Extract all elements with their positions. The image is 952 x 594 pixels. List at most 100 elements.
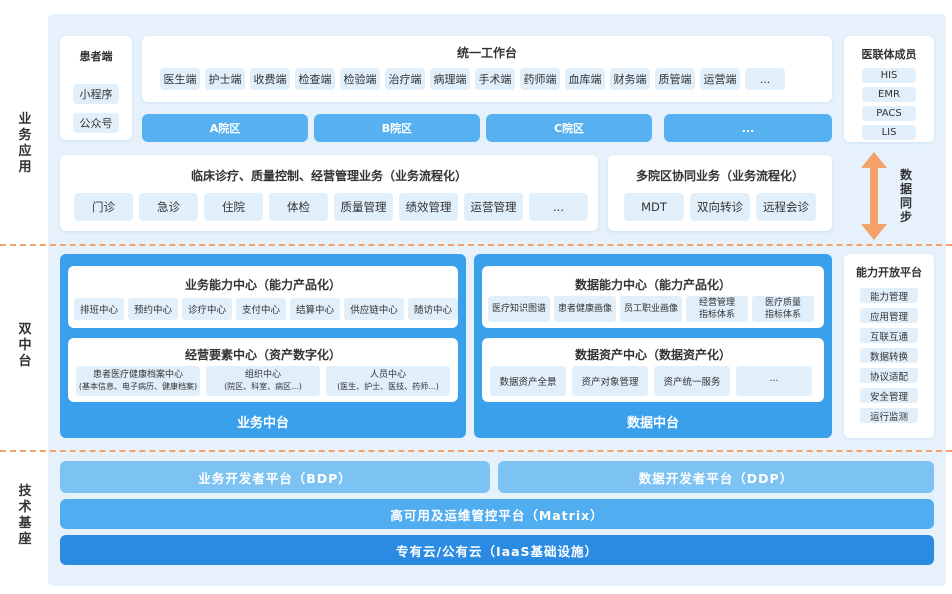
clinical-item[interactable]: 运营管理: [464, 193, 523, 221]
workbench-item[interactable]: 检查端: [295, 68, 335, 90]
data-ability-item[interactable]: 医疗质量 指标体系: [752, 296, 814, 322]
open-platform-item[interactable]: 安全管理: [860, 388, 918, 403]
clinical-items: 门诊 急诊 住院 体检 质量管理 绩效管理 运营管理 ...: [74, 193, 588, 221]
clinical-item[interactable]: ...: [529, 193, 588, 221]
clinical-item[interactable]: 住院: [204, 193, 263, 221]
business-ability-item[interactable]: 预约中心: [128, 298, 178, 320]
business-ability-item[interactable]: 供应链中心: [344, 298, 404, 320]
business-ability-item[interactable]: 排班中心: [74, 298, 124, 320]
business-elements-title: 经营要素中心（资产数字化）: [184, 348, 341, 362]
open-platform-item[interactable]: 数据转换: [860, 348, 918, 363]
clinical-item[interactable]: 质量管理: [334, 193, 393, 221]
workbench-items: 医生端 护士端 收费端 检查端 检验端 治疗端 病理端 手术端 药师端 血库端 …: [160, 68, 785, 92]
data-ability-item[interactable]: 员工职业画像: [620, 296, 682, 322]
business-platform-panel: 业务能力中心（能力产品化） 排班中心 预约中心 诊疗中心 支付中心 结算中心 供…: [60, 254, 466, 438]
business-ability-item[interactable]: 诊疗中心: [182, 298, 232, 320]
patient-title: 患者端: [79, 50, 113, 63]
data-ability-center: 数据能力中心（能力产品化） 医疗知识图谱 患者健康画像 员工职业画像 经营管理 …: [482, 266, 824, 328]
workbench-item[interactable]: 药师端: [520, 68, 560, 90]
workbench-item[interactable]: 手术端: [475, 68, 515, 90]
workbench-item[interactable]: ...: [745, 68, 785, 90]
workbench-item[interactable]: 财务端: [610, 68, 650, 90]
alliance-item-his[interactable]: HIS: [862, 68, 916, 83]
clinical-item[interactable]: 门诊: [74, 193, 133, 221]
layer-char: 技: [18, 484, 32, 499]
data-asset-item[interactable]: ···: [736, 366, 812, 396]
clinical-item[interactable]: 绩效管理: [399, 193, 458, 221]
layer-divider: [0, 244, 952, 246]
sync-char: 步: [899, 210, 912, 224]
element-name: 人员中心: [369, 370, 406, 380]
business-ability-item[interactable]: 支付中心: [236, 298, 286, 320]
workbench-item[interactable]: 医生端: [160, 68, 200, 90]
workbench-item[interactable]: 检验端: [340, 68, 380, 90]
data-ability-item[interactable]: 患者健康画像: [554, 296, 616, 322]
bdp-platform-bar[interactable]: 业务开发者平台（BDP）: [60, 461, 490, 493]
data-ability-item[interactable]: 经营管理 指标体系: [686, 296, 748, 322]
layer-char: 用: [18, 160, 32, 175]
layer-char: 中: [18, 338, 32, 353]
layer-divider: [0, 450, 952, 452]
open-platform-item[interactable]: 能力管理: [860, 288, 918, 303]
campus-c-bar[interactable]: C院区: [486, 114, 652, 142]
workbench-item[interactable]: 质管端: [655, 68, 695, 90]
open-platform-item[interactable]: 互联互通: [860, 328, 918, 343]
data-ability-item[interactable]: 医疗知识图谱: [488, 296, 550, 322]
patient-item-miniprogram[interactable]: 小程序: [73, 84, 119, 104]
data-asset-item[interactable]: 资产统一服务: [654, 366, 730, 396]
layer-char: 座: [18, 532, 32, 547]
campus-a-bar[interactable]: A院区: [142, 114, 308, 142]
organization-center[interactable]: 组织中心 (院区、科室、病区...): [206, 366, 320, 396]
workbench-item[interactable]: 运营端: [700, 68, 740, 90]
data-sync-label: 数 据 同 步: [896, 168, 916, 224]
data-asset-item[interactable]: 资产对象管理: [572, 366, 648, 396]
business-ability-item[interactable]: 结算中心: [290, 298, 340, 320]
alliance-item-emr[interactable]: EMR: [862, 87, 916, 102]
workbench-item[interactable]: 血库端: [565, 68, 605, 90]
data-asset-item[interactable]: 数据资产全景: [490, 366, 566, 396]
campus-b-bar[interactable]: B院区: [314, 114, 480, 142]
multi-campus-item[interactable]: MDT: [624, 193, 684, 221]
layer-label-app: 业 务 应 用: [12, 112, 38, 176]
multi-campus-item[interactable]: 远程会诊: [756, 193, 816, 221]
personnel-center[interactable]: 人员中心 (医生、护士、医技、药师...): [326, 366, 450, 396]
workbench-item[interactable]: 收费端: [250, 68, 290, 90]
element-desc: (医生、护士、医技、药师...): [337, 382, 439, 391]
data-assets-center: 数据资产中心（数据资产化） 数据资产全景 资产对象管理 资产统一服务 ···: [482, 338, 824, 402]
data-sync-arrow-icon: [861, 152, 887, 240]
workbench-item[interactable]: 治疗端: [385, 68, 425, 90]
open-platform-item[interactable]: 协议适配: [860, 368, 918, 383]
multi-campus-title: 多院区协同业务（业务流程化）: [635, 169, 804, 183]
ddp-platform-bar[interactable]: 数据开发者平台（DDP）: [498, 461, 934, 493]
campus-more-bar[interactable]: ...: [664, 114, 832, 142]
element-name: 患者医疗健康档案中心: [92, 370, 183, 380]
workbench-card: 统一工作台 医生端 护士端 收费端 检查端 检验端 治疗端 病理端 手术端 药师…: [142, 36, 832, 102]
patient-card: 患者端 小程序 公众号: [60, 36, 132, 140]
patient-item-official-account[interactable]: 公众号: [73, 113, 119, 133]
alliance-item-pacs[interactable]: PACS: [862, 106, 916, 121]
open-platform-item[interactable]: 应用管理: [860, 308, 918, 323]
multi-campus-item[interactable]: 双向转诊: [690, 193, 750, 221]
business-ability-item[interactable]: 随访中心: [408, 298, 458, 320]
patient-health-record-center[interactable]: 患者医疗健康档案中心 (基本信息、电子病历、健康档案): [76, 366, 200, 396]
open-platform-card: 能力开放平台 能力管理 应用管理 互联互通 数据转换 协议适配 安全管理 运行监…: [844, 254, 934, 438]
open-platform-item[interactable]: 运行监测: [860, 408, 918, 423]
layer-char: 双: [18, 322, 32, 337]
clinical-item[interactable]: 急诊: [139, 193, 198, 221]
data-assets-title: 数据资产中心（数据资产化）: [574, 348, 731, 362]
item-line: 经营管理: [698, 298, 735, 308]
matrix-platform-bar[interactable]: 高可用及运维管控平台（Matrix）: [60, 499, 934, 529]
item-line: 医疗知识图谱: [491, 304, 546, 314]
sync-char: 同: [899, 196, 912, 210]
iaas-platform-bar[interactable]: 专有云/公有云（IaaS基础设施）: [60, 535, 934, 565]
multi-campus-card: 多院区协同业务（业务流程化） MDT 双向转诊 远程会诊: [608, 155, 832, 231]
workbench-item[interactable]: 护士端: [205, 68, 245, 90]
multi-campus-items: MDT 双向转诊 远程会诊: [624, 193, 816, 221]
alliance-title: 医联体成员: [861, 48, 917, 61]
clinical-item[interactable]: 体检: [269, 193, 328, 221]
alliance-card: 医联体成员 HIS EMR PACS LIS: [844, 36, 934, 142]
layer-char: 业: [18, 112, 32, 127]
workbench-item[interactable]: 病理端: [430, 68, 470, 90]
alliance-item-lis[interactable]: LIS: [862, 125, 916, 140]
layer-char: 应: [18, 144, 32, 159]
